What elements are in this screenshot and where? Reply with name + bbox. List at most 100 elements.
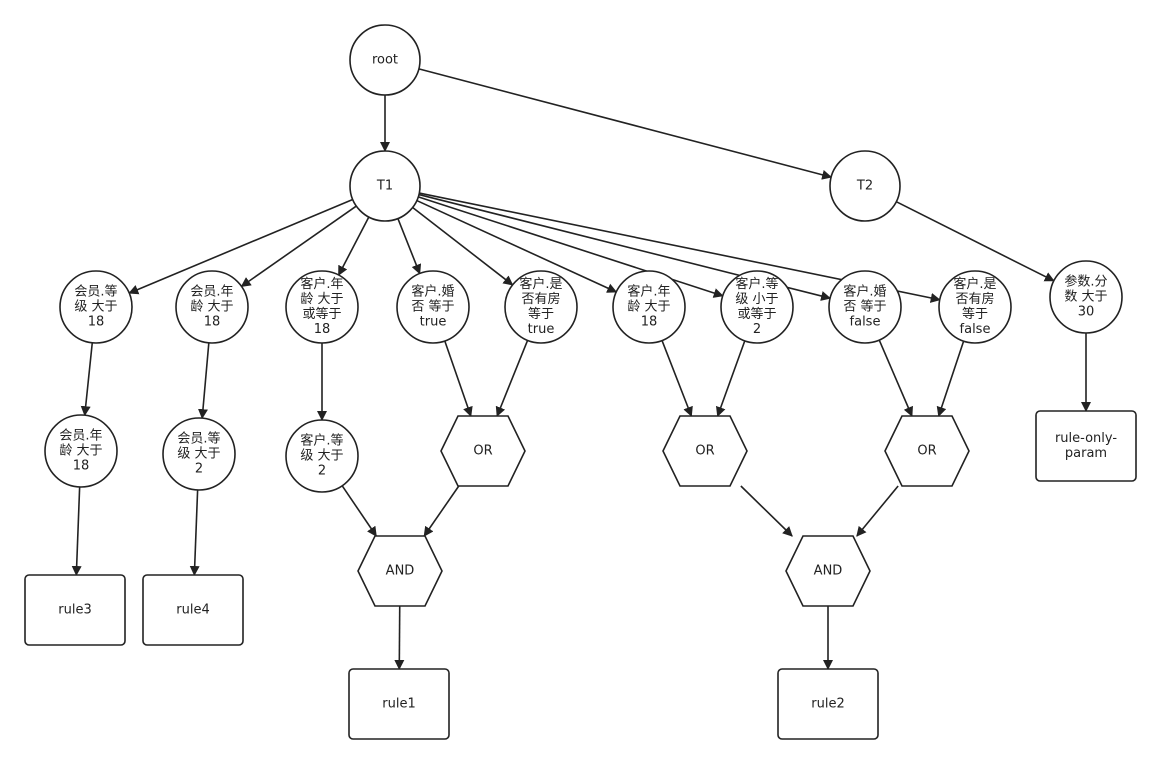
edge-or2-to-and2 bbox=[740, 485, 793, 537]
node-label-line: false bbox=[960, 322, 991, 337]
node-label-line: 或等于 bbox=[737, 306, 776, 322]
edge-t1-to-a2 bbox=[240, 205, 357, 288]
node-label-line: 否 等于 bbox=[843, 299, 886, 315]
rect-shape bbox=[142, 574, 244, 646]
logic-node-or: OR bbox=[884, 415, 970, 487]
hexagon-shape bbox=[662, 415, 748, 487]
node-label-line: 客户.是 bbox=[953, 276, 996, 292]
node-label-line: 数 大于 bbox=[1064, 290, 1107, 305]
node-label-line: 龄 大于 bbox=[300, 292, 343, 307]
node-label-line: rule1 bbox=[382, 697, 415, 712]
node-label-line: 2 bbox=[195, 462, 203, 477]
edge-t1-to-a4 bbox=[397, 218, 422, 275]
node-label-line: 18 bbox=[641, 315, 658, 330]
node-label-line: 客户.年 bbox=[627, 284, 670, 300]
edge-a4-to-or1 bbox=[444, 340, 473, 417]
hexagon-shape bbox=[357, 535, 443, 607]
edge-a1-to-b1 bbox=[80, 342, 94, 417]
logic-node-or: OR bbox=[662, 415, 748, 487]
node-label-line: 或等于 bbox=[302, 306, 341, 322]
node-label-line: true bbox=[528, 322, 555, 337]
node-label-line: 参数.分 bbox=[1064, 274, 1107, 290]
node-label-line: 2 bbox=[318, 464, 326, 479]
node-label-line: OR bbox=[695, 444, 714, 459]
edge-b2-to-rule4 bbox=[189, 489, 200, 576]
circle-shape bbox=[938, 270, 1012, 344]
rule-node-rule4: rule4 bbox=[142, 574, 244, 646]
node-label-line: 级 大于 bbox=[300, 449, 343, 464]
logic-node-or: OR bbox=[440, 415, 526, 487]
edge-a6-to-or2 bbox=[661, 340, 693, 417]
node-label-line: 会员.年 bbox=[190, 285, 233, 300]
node-label-line: 会员.年 bbox=[59, 429, 102, 444]
hexagon-shape bbox=[440, 415, 526, 487]
node-label-line: 等于 bbox=[528, 306, 554, 322]
circle-shape bbox=[162, 417, 236, 491]
node-label-line: T1 bbox=[376, 179, 393, 194]
node-label-line: 龄 大于 bbox=[190, 300, 233, 315]
rule-node-rule-only-param: rule-only-param bbox=[1035, 410, 1137, 482]
node-label-line: 18 bbox=[314, 322, 331, 337]
edges-layer bbox=[71, 68, 1091, 670]
edge-t1-to-a6 bbox=[416, 199, 618, 293]
node-label-line: 龄 大于 bbox=[59, 444, 102, 459]
node-label-line: 18 bbox=[73, 459, 90, 474]
rule-node-rule3: rule3 bbox=[24, 574, 126, 646]
circle-shape bbox=[285, 419, 359, 493]
edge-a8-to-or3 bbox=[878, 339, 913, 417]
rect-shape bbox=[348, 668, 450, 740]
node-label-line: 客户.婚 bbox=[843, 284, 886, 300]
node-label-line: T2 bbox=[856, 179, 873, 194]
node-label-line: true bbox=[420, 315, 447, 330]
edge-a5-to-or1 bbox=[495, 340, 529, 417]
node-label-line: 客户.年 bbox=[300, 276, 343, 292]
node-label-line: 否有房 bbox=[955, 291, 994, 307]
circle-shape bbox=[504, 270, 578, 344]
node-label-line: rule4 bbox=[176, 603, 209, 618]
node-label-line: 18 bbox=[204, 315, 221, 330]
circle-shape bbox=[720, 270, 794, 344]
circle-shape bbox=[396, 270, 470, 344]
circle-shape bbox=[349, 150, 421, 222]
node-label-line: 2 bbox=[753, 322, 761, 337]
node-label-line: rule3 bbox=[58, 603, 91, 618]
edge-t2-to-a10 bbox=[895, 200, 1055, 282]
node-label-line: 否 等于 bbox=[411, 299, 454, 315]
edge-or3-to-and2 bbox=[856, 485, 899, 537]
node-label-line: rule-only- bbox=[1055, 431, 1117, 446]
node-label-line: false bbox=[850, 315, 881, 330]
circle-shape bbox=[612, 270, 686, 344]
circle-shape bbox=[829, 150, 901, 222]
circle-shape bbox=[349, 24, 421, 96]
node-label-line: 18 bbox=[88, 315, 105, 330]
node-label-line: OR bbox=[473, 444, 492, 459]
rect-shape bbox=[777, 668, 879, 740]
node-label-line: 客户.婚 bbox=[411, 284, 454, 300]
edge-a9-to-or3 bbox=[936, 340, 965, 417]
node-label-line: 否有房 bbox=[521, 291, 560, 307]
edge-root-to-t2 bbox=[418, 68, 833, 180]
condition-node-b2: 会员.等级 大于2 bbox=[162, 417, 236, 491]
condition-node-root: root bbox=[349, 24, 421, 96]
node-label-line: AND bbox=[814, 564, 843, 579]
rule-node-rule2: rule2 bbox=[777, 668, 879, 740]
circle-shape bbox=[285, 270, 359, 344]
condition-node-t2: T2 bbox=[829, 150, 901, 222]
edge-t1-to-a1 bbox=[128, 198, 354, 295]
node-label-line: 30 bbox=[1078, 305, 1095, 320]
node-label-line: 会员.等 bbox=[177, 431, 220, 447]
node-label-line: 客户.等 bbox=[300, 433, 343, 449]
node-label-line: 客户.等 bbox=[735, 276, 778, 292]
rule-node-rule1: rule1 bbox=[348, 668, 450, 740]
condition-node-b3: 客户.等级 大于2 bbox=[285, 419, 359, 493]
